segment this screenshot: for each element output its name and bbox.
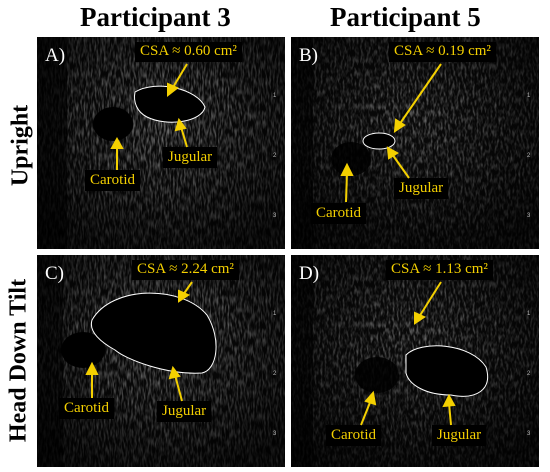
svg-text:2: 2 (527, 371, 531, 377)
jugular-label-d: Jugular (432, 425, 487, 446)
ultrasound-panel-d: 1 2 3 D) CSA ≈ 1.13 cm² Carotid Jugular (291, 255, 539, 467)
ultrasound-image-c: 1 2 3 (37, 255, 285, 467)
row-header-upright: Upright (7, 104, 34, 187)
column-header-participant-5: Participant 5 (330, 2, 481, 32)
ultrasound-image-a: 1 2 3 (37, 37, 285, 249)
carotid-label-c: Carotid (59, 398, 114, 419)
svg-text:1: 1 (273, 93, 277, 99)
svg-text:3: 3 (527, 213, 531, 219)
carotid-label-d: Carotid (326, 425, 381, 446)
svg-text:1: 1 (527, 311, 531, 317)
jugular-label-c: Jugular (157, 401, 212, 422)
svg-text:2: 2 (273, 371, 277, 377)
ultrasound-panel-c: 1 2 3 C) CSA ≈ 2.24 cm² Carotid Jugular (37, 255, 285, 467)
csa-label-b: CSA ≈ 0.19 cm² (389, 42, 496, 62)
carotid-label-a: Carotid (85, 170, 140, 191)
column-header-participant-3: Participant 3 (80, 2, 231, 32)
row-header-head-down-tilt: Head Down Tilt (5, 278, 32, 443)
svg-text:2: 2 (273, 153, 277, 159)
panel-label-a: A) (45, 45, 66, 66)
svg-text:3: 3 (273, 213, 277, 219)
panel-label-c: C) (45, 263, 64, 284)
csa-label-d: CSA ≈ 1.13 cm² (386, 260, 493, 280)
svg-text:1: 1 (273, 311, 277, 317)
panel-label-d: D) (299, 263, 320, 284)
svg-text:3: 3 (273, 431, 277, 437)
jugular-label-b: Jugular (394, 178, 449, 199)
jugular-label-a: Jugular (163, 147, 218, 168)
svg-text:3: 3 (527, 431, 531, 437)
csa-label-c: CSA ≈ 2.24 cm² (132, 260, 239, 280)
svg-text:2: 2 (527, 153, 531, 159)
svg-text:1: 1 (527, 93, 531, 99)
ultrasound-image-d: 1 2 3 (291, 255, 539, 467)
csa-label-a: CSA ≈ 0.60 cm² (135, 42, 242, 62)
ultrasound-panel-a: 1 2 3 A) CSA ≈ 0.60 cm² Carotid Jugular (37, 37, 285, 249)
carotid-label-b: Carotid (311, 203, 366, 224)
panel-label-b: B) (299, 45, 318, 66)
ultrasound-panel-b: 1 2 3 B) CSA ≈ 0.19 cm² Carotid Jugular (291, 37, 539, 249)
